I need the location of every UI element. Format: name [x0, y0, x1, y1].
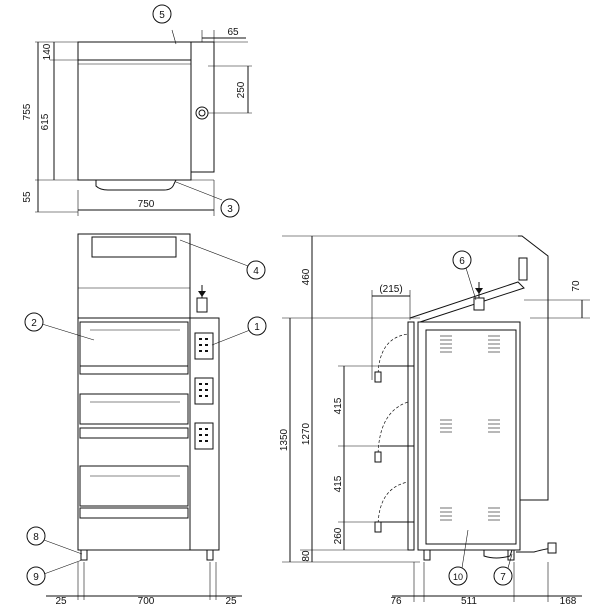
- dim-top-depth-main: 615: [40, 113, 51, 130]
- balloon-7: [493, 566, 513, 586]
- balloon-1: [247, 316, 267, 336]
- balloon-4-label: 4: [253, 266, 259, 277]
- balloon-6-label: 6: [459, 256, 465, 267]
- balloon-8-label: 8: [33, 532, 39, 543]
- dim-side-pipe-height: 70: [571, 280, 582, 292]
- dim-top-pipe-depth: 250: [236, 81, 247, 98]
- dim-top-width: 750: [138, 199, 155, 210]
- balloon-7-label: 7: [500, 572, 506, 583]
- dim-top-bottom-offset: 55: [22, 191, 33, 203]
- dim-side-shelf-offset: (215): [379, 284, 402, 295]
- balloon-3: [220, 198, 240, 218]
- front-view: 25 700 25: [46, 233, 242, 607]
- dim-top-depth-total: 755: [22, 103, 33, 120]
- balloon-1-label: 1: [254, 322, 260, 333]
- dim-front-right-margin: 25: [225, 596, 237, 607]
- balloon-6: [452, 250, 472, 270]
- dim-top-depth-upper: 140: [42, 43, 53, 60]
- balloons: 5 3 4 2 1 8 9 6 10 7: [24, 4, 513, 586]
- balloon-8: [26, 526, 46, 546]
- balloon-9-label: 9: [33, 572, 39, 583]
- balloon-10-label: 10: [453, 572, 463, 582]
- dim-front-width: 700: [138, 596, 155, 607]
- balloon-2-label: 2: [31, 318, 37, 329]
- dim-side-bottom-shelf: 260: [333, 527, 344, 544]
- dim-side-front-offset: 76: [390, 596, 402, 607]
- balloon-5: [152, 4, 172, 24]
- dim-side-body-height: 1270: [301, 422, 312, 445]
- dim-side-rear-offset: 168: [560, 596, 577, 607]
- top-view: 140 755 615 55 750 65 250: [22, 27, 252, 216]
- dim-side-depth: 511: [461, 596, 477, 607]
- dim-side-top-height: 460: [301, 268, 312, 285]
- dim-top-pipe-offset: 65: [227, 27, 239, 38]
- balloon-2: [24, 312, 44, 332]
- balloon-5-label: 5: [159, 10, 165, 21]
- dim-side-total-height: 1350: [279, 428, 290, 451]
- side-view: 460 1350 1270 80 415 415 260 (215) 70 76…: [279, 235, 590, 607]
- dim-side-leg-height: 80: [301, 550, 312, 562]
- balloon-4: [246, 260, 266, 280]
- dim-side-pitch-1: 415: [333, 397, 344, 414]
- dim-front-left-margin: 25: [55, 596, 67, 607]
- dim-side-pitch-2: 415: [333, 475, 344, 492]
- balloon-10: [448, 566, 468, 586]
- balloon-3-label: 3: [227, 204, 233, 215]
- balloon-9: [26, 566, 46, 586]
